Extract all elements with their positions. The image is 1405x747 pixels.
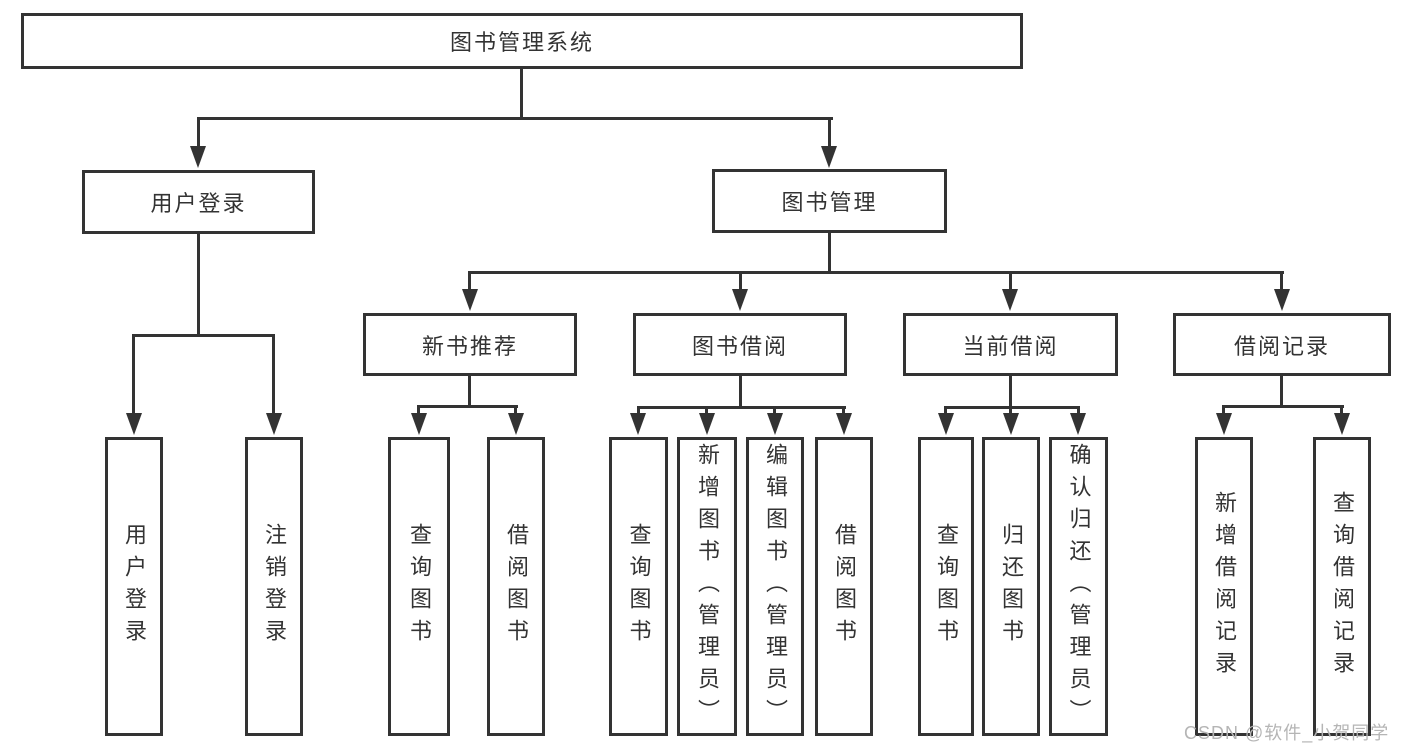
arrow-down-icon	[411, 413, 427, 435]
leaf-query-borrow-record: 查询借阅记录	[1313, 437, 1371, 736]
connector-line	[197, 117, 200, 149]
arrow-down-icon	[1003, 413, 1019, 435]
leaf-confirm-return-admin: 确认归还（管理员）	[1049, 437, 1108, 736]
arrow-down-icon	[699, 413, 715, 435]
node-user-login: 用户登录	[82, 170, 315, 234]
arrow-down-icon	[1274, 289, 1290, 311]
arrow-down-icon	[126, 413, 142, 435]
node-book-management: 图书管理	[712, 169, 947, 233]
arrow-down-icon	[821, 146, 837, 168]
leaf-query-books-borrowing: 查询图书	[609, 437, 668, 736]
connector-line	[272, 334, 275, 415]
arrow-down-icon	[1216, 413, 1232, 435]
node-new-book-recommendation: 新书推荐	[363, 313, 577, 376]
connector-line	[944, 406, 1080, 409]
connector-line	[132, 334, 135, 415]
leaf-add-books-admin: 新增图书（管理员）	[677, 437, 737, 736]
connector-line	[197, 117, 833, 120]
connector-line	[1222, 405, 1344, 408]
leaf-query-books-current: 查询图书	[918, 437, 974, 736]
node-borrowing-records: 借阅记录	[1173, 313, 1391, 376]
connector-line	[417, 405, 518, 408]
arrow-down-icon	[266, 413, 282, 435]
connector-line	[514, 405, 517, 417]
node-library-management-system: 图书管理系统	[21, 13, 1023, 69]
leaf-logout: 注销登录	[245, 437, 303, 736]
connector-line	[1009, 376, 1012, 409]
leaf-query-books-recommend: 查询图书	[388, 437, 450, 736]
connector-line	[637, 406, 846, 409]
node-book-borrowing: 图书借阅	[633, 313, 847, 376]
connector-line	[773, 406, 776, 417]
connector-line	[944, 406, 947, 417]
connector-line	[468, 271, 1284, 274]
connector-line	[705, 406, 708, 417]
connector-line	[637, 406, 640, 417]
leaf-borrow-books-recommend: 借阅图书	[487, 437, 545, 736]
arrow-down-icon	[462, 289, 478, 311]
connector-line	[468, 376, 471, 408]
connector-line	[1340, 405, 1343, 417]
connector-line	[828, 117, 831, 149]
connector-line	[1009, 406, 1012, 417]
connector-line	[133, 334, 275, 337]
arrow-down-icon	[1002, 289, 1018, 311]
connector-line	[417, 405, 420, 417]
leaf-add-borrow-record: 新增借阅记录	[1195, 437, 1253, 736]
arrow-down-icon	[836, 413, 852, 435]
leaf-user-login: 用户登录	[105, 437, 163, 736]
leaf-edit-books-admin: 编辑图书（管理员）	[746, 437, 804, 736]
leaf-borrow-books: 借阅图书	[815, 437, 873, 736]
connector-line	[739, 271, 742, 293]
connector-line	[520, 69, 523, 119]
connector-line	[842, 406, 845, 417]
connector-line	[197, 234, 200, 337]
arrow-down-icon	[508, 413, 524, 435]
connector-line	[1222, 405, 1225, 417]
arrow-down-icon	[767, 413, 783, 435]
csdn-watermark: CSDN @软件_小贺同学	[1184, 723, 1390, 743]
arrow-down-icon	[630, 413, 646, 435]
arrow-down-icon	[732, 289, 748, 311]
arrow-down-icon	[1070, 413, 1086, 435]
arrow-down-icon	[190, 146, 206, 168]
connector-line	[1280, 271, 1283, 293]
connector-line	[468, 271, 471, 293]
arrow-down-icon	[938, 413, 954, 435]
connector-line	[1009, 271, 1012, 293]
connector-line	[1077, 406, 1080, 417]
arrow-down-icon	[1334, 413, 1350, 435]
connector-line	[1280, 376, 1283, 408]
connector-line	[739, 376, 742, 409]
node-current-borrowing: 当前借阅	[903, 313, 1118, 376]
leaf-return-books: 归还图书	[982, 437, 1040, 736]
connector-line	[828, 233, 831, 274]
